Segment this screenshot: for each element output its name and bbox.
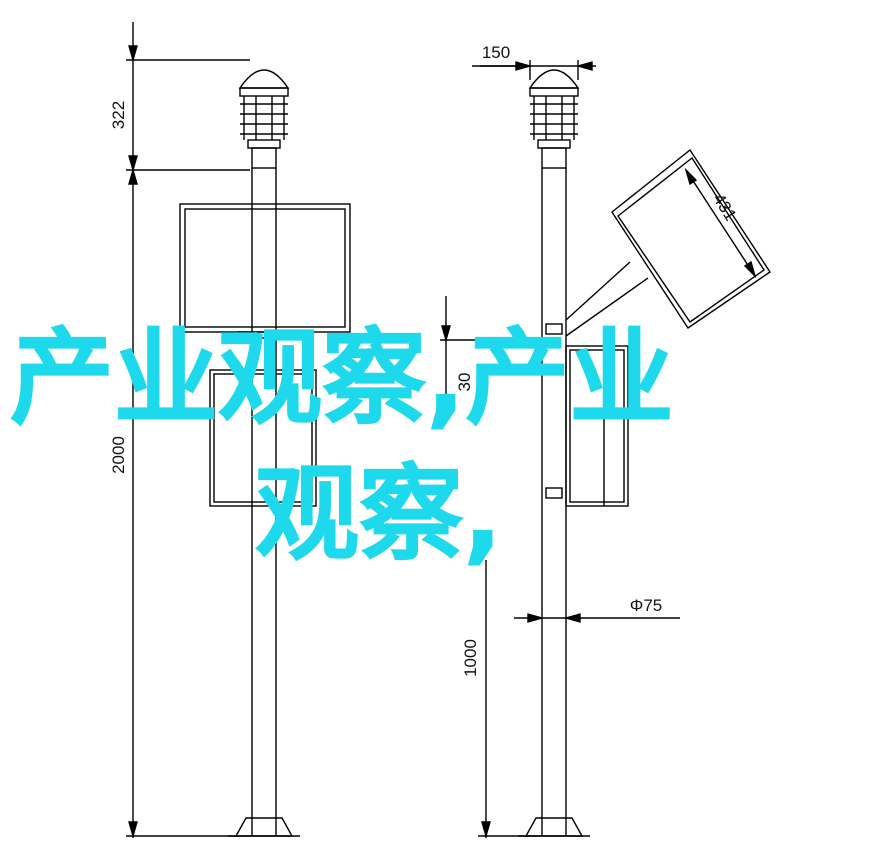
dim-2000: 2000: [109, 436, 128, 474]
dim-diameter: Φ75: [630, 596, 662, 615]
dim-322: 322: [109, 101, 128, 129]
left-view: [126, 22, 351, 839]
right-view: [440, 60, 771, 839]
dim-1000: 1000: [461, 639, 480, 677]
dim-150: 150: [482, 43, 510, 62]
dim-30: 30: [455, 373, 474, 392]
